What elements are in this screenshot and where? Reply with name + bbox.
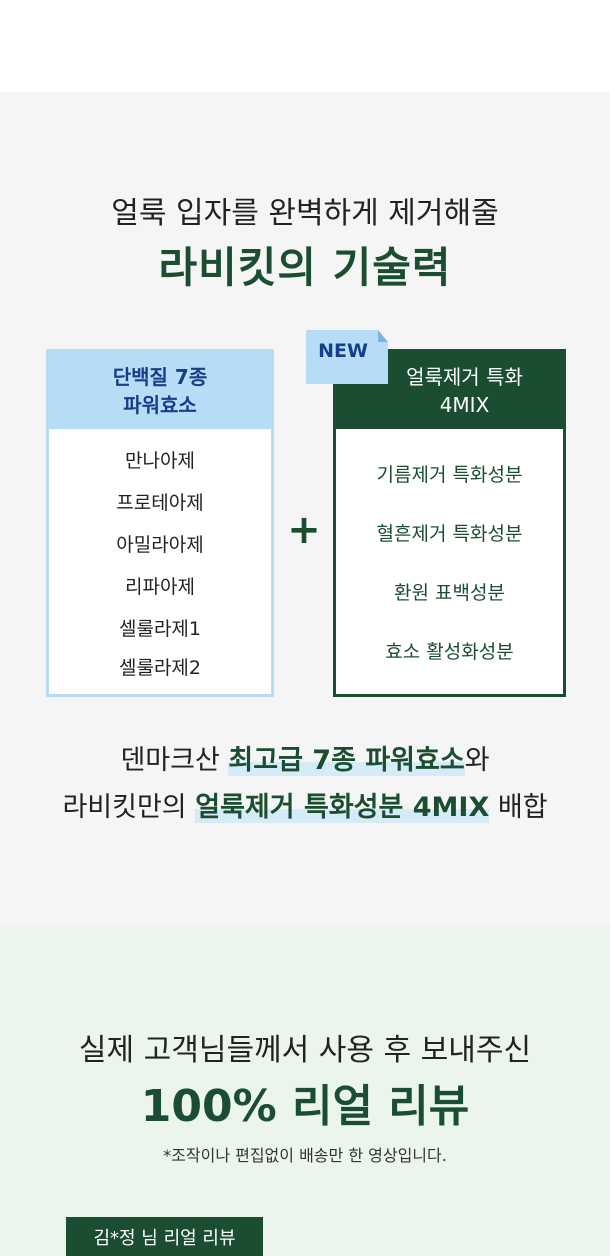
- enzyme-item: 셀룰라제1: [118, 618, 201, 640]
- new-badge-label: NEW: [318, 340, 368, 362]
- desc-line-2-post: 배합: [489, 792, 548, 823]
- desc-line-2-highlight: 얼룩제거 특화성분 4MIX: [195, 792, 490, 823]
- enzyme-item: 만나아제: [125, 450, 195, 472]
- review-note: *조작이나 편집없이 배송만 한 영상입니다.: [163, 1146, 447, 1165]
- stain-mix-header-line2: 4MIX: [439, 392, 490, 417]
- enzyme-box-header: 단백질 7종 파워효소: [49, 352, 271, 429]
- desc-line-1: 덴마크산 최고급 7종 파워효소와: [0, 738, 610, 777]
- desc-line-1-highlight: 최고급 7종 파워효소: [228, 745, 465, 776]
- review-section: [0, 925, 610, 1256]
- stain-mix-item: 효소 활성화성분: [385, 641, 514, 663]
- desc-line-1-pre: 덴마크산: [120, 745, 229, 776]
- stain-mix-item: 혈흔제거 특화성분: [376, 523, 523, 545]
- desc-line-2-pre: 라비킷만의: [62, 792, 196, 823]
- enzyme-item: 리파아제: [125, 576, 195, 598]
- plus-icon: +: [287, 507, 321, 553]
- enzyme-box-header-line1: 단백질 7종: [112, 364, 208, 389]
- tech-title: 라비킷의 기술력: [158, 243, 452, 292]
- stain-mix-item: 환원 표백성분: [394, 582, 505, 604]
- enzyme-box: 단백질 7종 파워효소 만나아제 프로테아제 아밀라아제 리파아제 셀룰라제1 …: [46, 349, 274, 697]
- stain-mix-box: 얼룩제거 특화 4MIX 기름제거 특화성분 혈흔제거 특화성분 환원 표백성분…: [333, 349, 566, 697]
- tech-subtitle: 얼룩 입자를 완벽하게 제거해줄: [111, 196, 499, 231]
- new-badge-icon: [306, 330, 388, 384]
- review-tag: 김*정 님 리얼 리뷰: [66, 1217, 263, 1256]
- desc-line-1-post: 와: [464, 745, 490, 776]
- stain-mix-item: 기름제거 특화성분: [376, 464, 523, 486]
- desc-line-2: 라비킷만의 얼룩제거 특화성분 4MIX 배합: [0, 785, 610, 824]
- enzyme-item: 셀룰라제2: [118, 657, 201, 679]
- review-subtitle: 실제 고객님들께서 사용 후 보내주신: [78, 1033, 532, 1068]
- enzyme-item: 아밀라아제: [116, 534, 204, 556]
- stain-mix-header-line1: 얼룩제거 특화: [406, 364, 523, 389]
- enzyme-item: 프로테아제: [116, 492, 204, 514]
- review-title: 100% 리얼 리뷰: [140, 1081, 470, 1132]
- enzyme-box-header-line2: 파워효소: [123, 392, 197, 417]
- top-spacer: [0, 0, 610, 92]
